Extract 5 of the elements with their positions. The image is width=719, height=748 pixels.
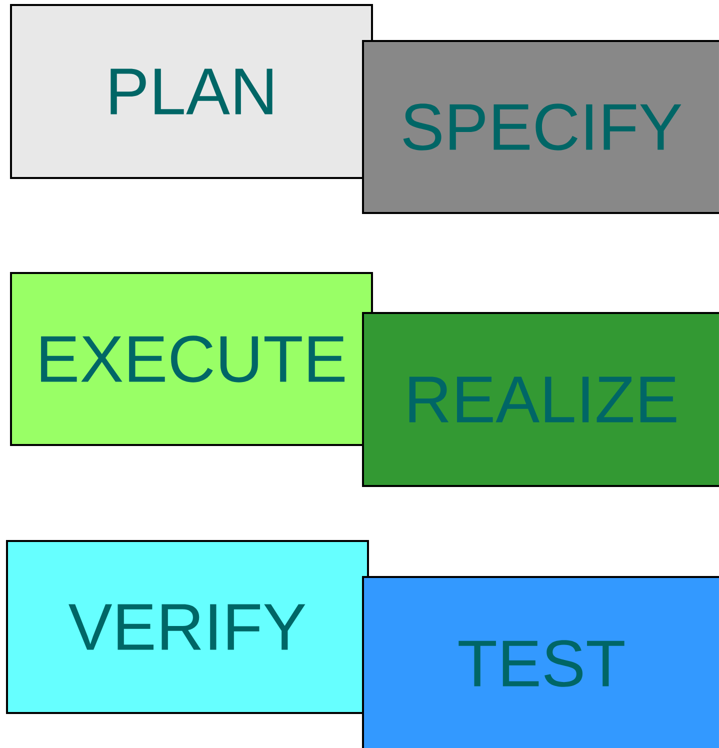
- step-box: PLAN: [10, 4, 373, 179]
- step-box: VERIFY: [6, 540, 369, 714]
- step-box: TEST: [362, 576, 719, 748]
- step-box: SPECIFY: [362, 40, 719, 214]
- step-box: EXECUTE: [10, 272, 373, 446]
